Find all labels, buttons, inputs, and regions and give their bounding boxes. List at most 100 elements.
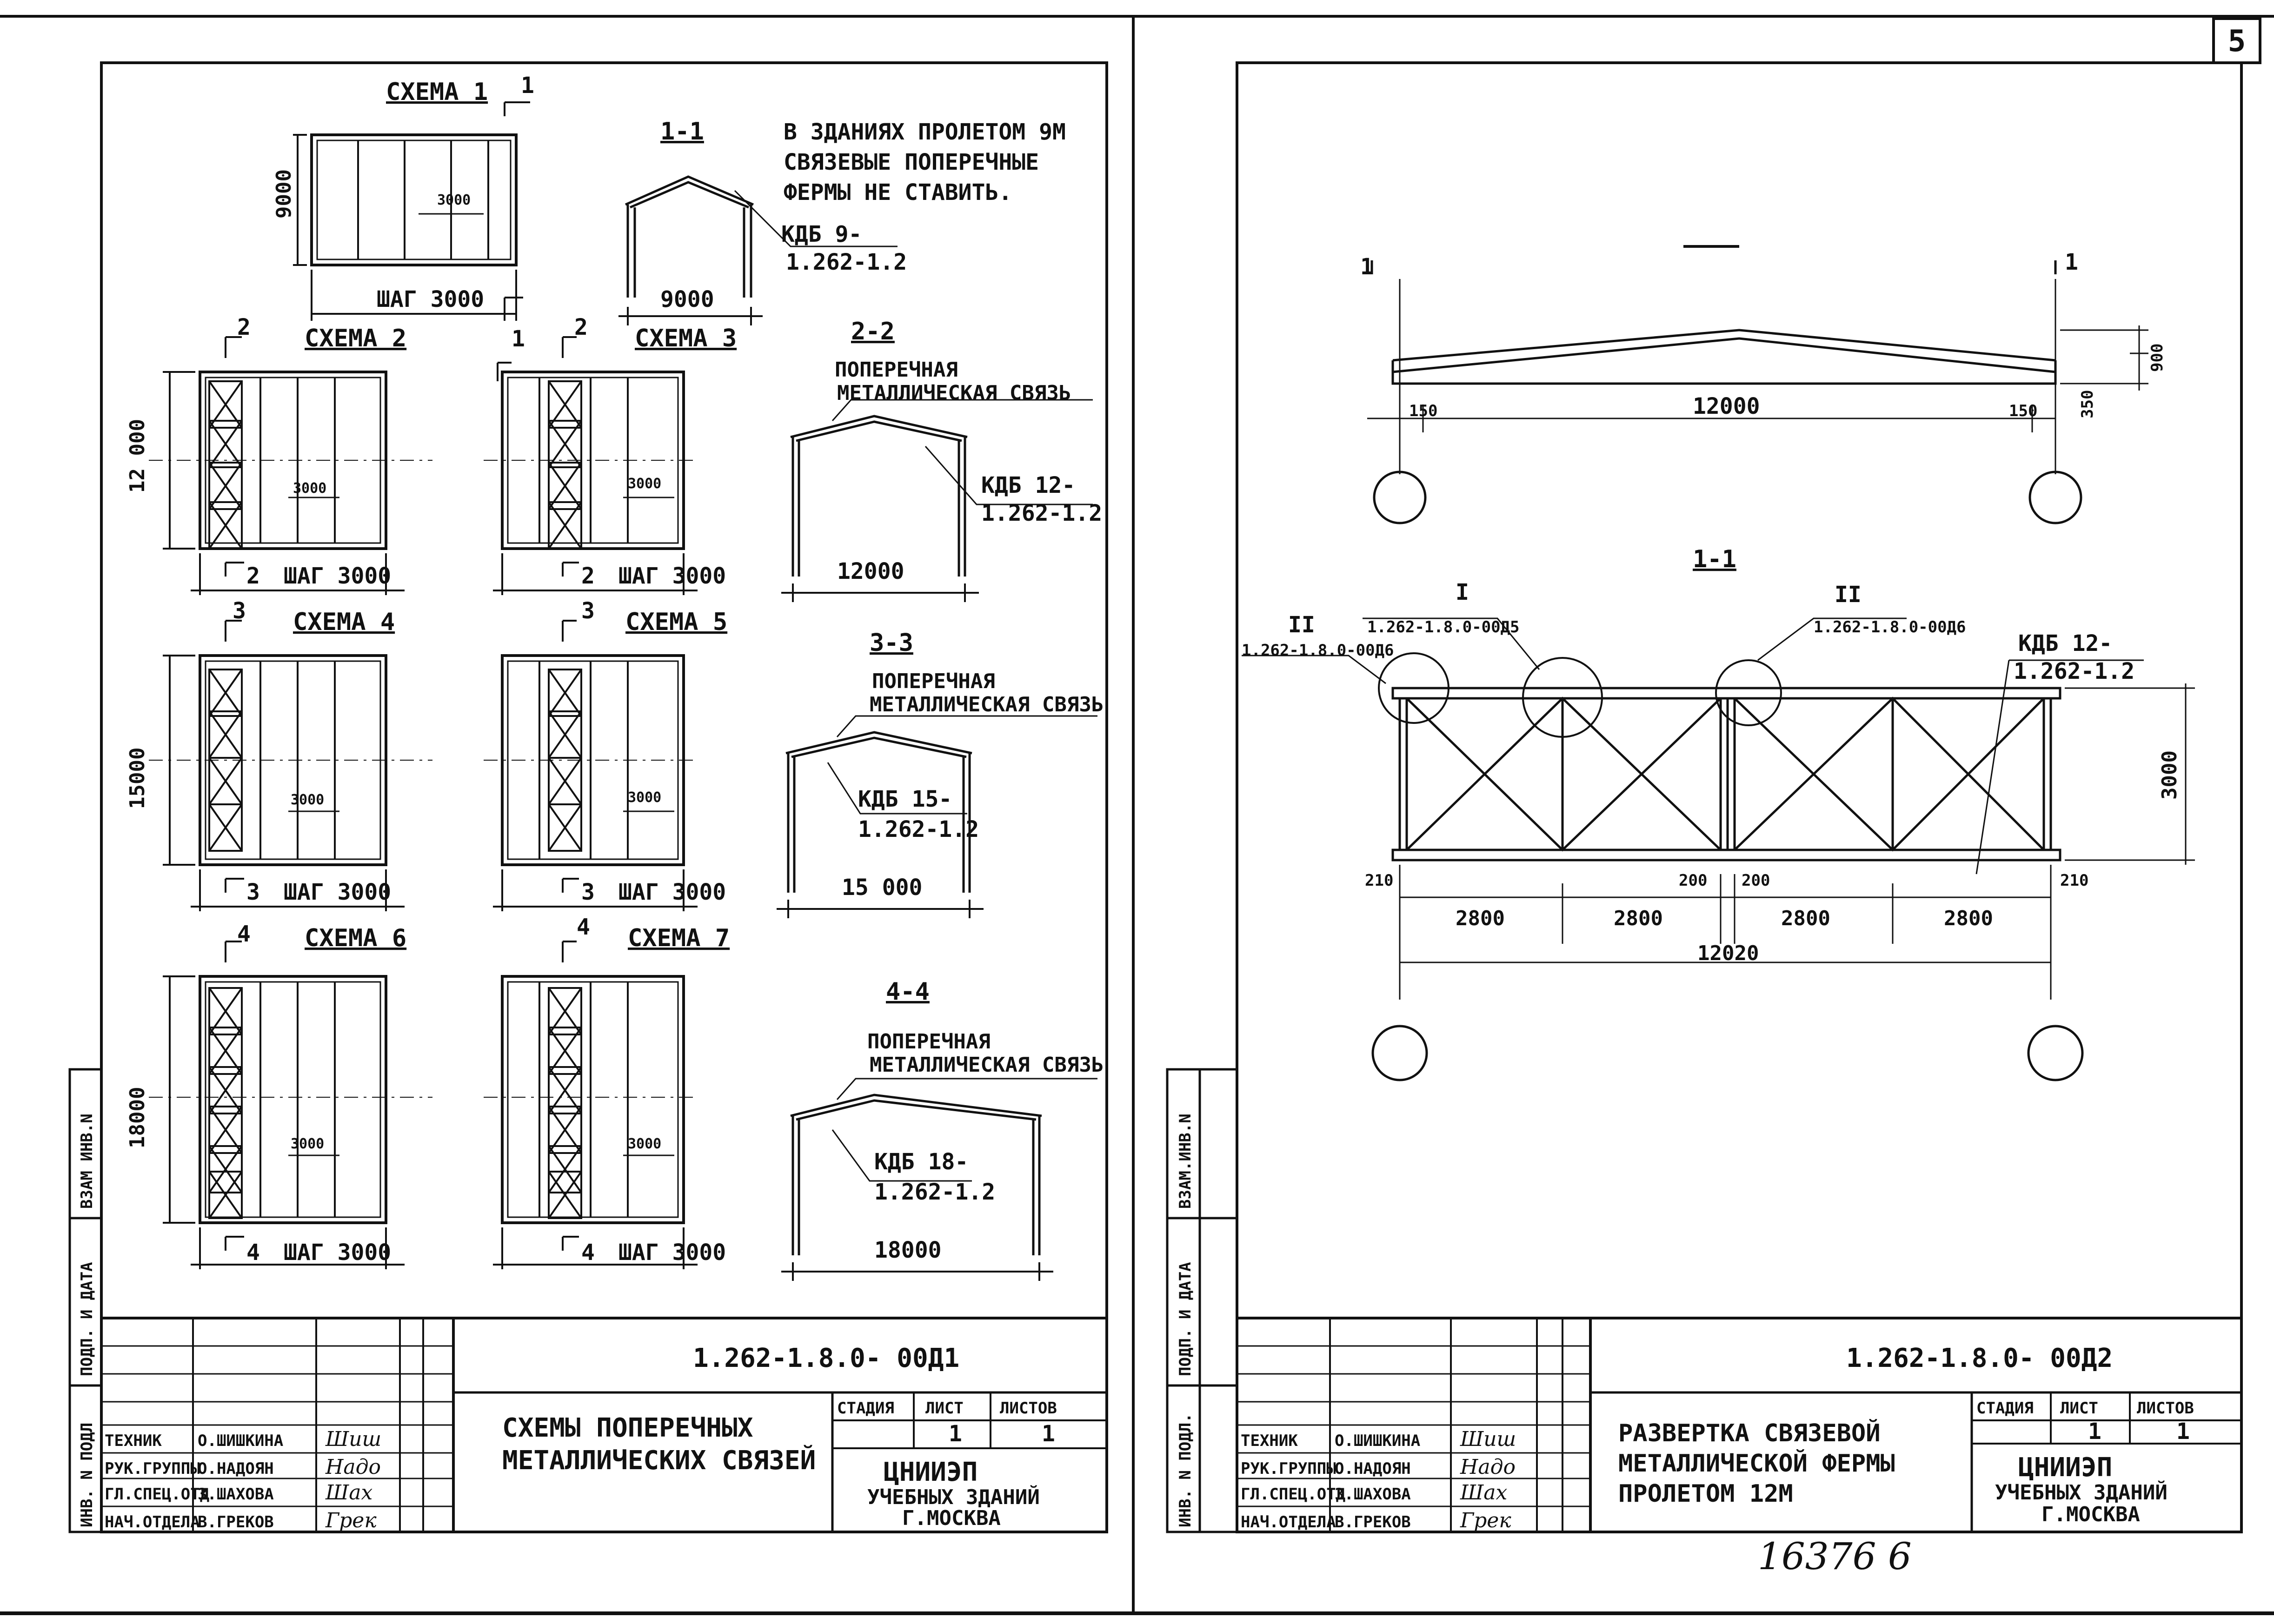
section-3-3-ref2: 1.262-1.2 (858, 816, 979, 842)
right-stage-label: СТАДИЯ (1976, 1399, 2034, 1418)
right-margin-label-replacement: ВЗАМ.ИНВ.N (1176, 1114, 1195, 1209)
scheme-5-cut-bottom: 3 (581, 879, 595, 905)
section-2-2-ref1: КДБ 12- (981, 472, 1075, 498)
section-3-3-label1: ПОПЕРЕЧНАЯ (872, 669, 995, 693)
truss-height: 3000 (2158, 750, 2181, 800)
right-sheet-value: 1 (2088, 1419, 2101, 1445)
left-signature-3: Шах (325, 1481, 372, 1505)
truss-bay-4: 2800 (1944, 907, 1993, 930)
left-sheet-label: ЛИСТ (925, 1399, 964, 1418)
left-signature-1: Шиш (325, 1427, 381, 1451)
top-view-right-edge: 150 (2009, 402, 2037, 420)
right-role-1: ТЕХНИК (1241, 1432, 1298, 1450)
scheme-2-cut: 2 (237, 314, 251, 340)
scheme-4-span: 3000 (291, 792, 324, 808)
scheme-1-height: 9000 (272, 169, 296, 219)
scheme-7-title: СХЕМА 7 (628, 924, 730, 952)
right-name-4: В.ГРЕКОВ (1335, 1513, 1411, 1531)
scheme-1-title: СХЕМА 1 (386, 78, 488, 106)
top-view (1367, 245, 2148, 524)
callout-1-code: 1.262-1.8.0-00Д5 (1367, 618, 1520, 636)
right-role-4: НАЧ.ОТДЕЛА (1241, 1513, 1336, 1531)
truss-total: 12020 (1697, 941, 1759, 965)
scheme-2-cut-bottom: 2 (246, 563, 260, 589)
left-name-2: О.НАДОЯН (198, 1459, 274, 1478)
scheme-7-step: ШАГ 3000 (618, 1240, 726, 1266)
left-title-block (101, 1317, 1107, 1532)
left-stage-label: СТАДИЯ (837, 1399, 894, 1418)
scheme-3-span: 3000 (628, 476, 661, 492)
scheme-6 (149, 941, 432, 1269)
right-role-3: ГЛ.СПЕЦ.ОТД (1241, 1485, 1345, 1504)
left-org-3: Г.МОСКВА (902, 1506, 1001, 1530)
left-name-4: В.ГРЕКОВ (198, 1513, 274, 1531)
top-view-cut-right: 1 (2065, 249, 2078, 275)
right-signature-3: Шах (1460, 1481, 1507, 1505)
top-view-length: 12000 (1693, 393, 1760, 419)
scheme-6-cut: 4 (237, 921, 251, 947)
left-name-1: О.ШИШКИНА (198, 1432, 283, 1450)
scheme-1-cut-bottom: 1 (512, 326, 525, 352)
scheme-4-height: 15000 (126, 748, 149, 809)
top-view-left-edge: 150 (1409, 402, 1437, 420)
right-title-code: 1.262-1.8.0- 00Д2 (1846, 1343, 2113, 1373)
section-4-4-ref1: КДБ 18- (874, 1149, 968, 1175)
section-2-2-label1: ПОПЕРЕЧНАЯ (835, 358, 958, 382)
left-role-2: РУК.ГРУППЫ (105, 1459, 200, 1478)
scheme-1 (293, 101, 530, 321)
right-role-2: РУК.ГРУППЫ (1241, 1459, 1336, 1478)
section-2-2 (781, 399, 1093, 602)
sheet-number: 5 (2228, 24, 2246, 59)
truss-ref-1: КДБ 12- (2018, 630, 2112, 656)
left-org-2: УЧЕБНЫХ ЗДАНИЙ (867, 1485, 1040, 1509)
section-3-3-title: 3-3 (870, 629, 913, 657)
right-margin-stamp (1166, 1068, 1238, 1533)
truss-section (1242, 617, 2195, 1081)
scheme-2-title: СХЕМА 2 (305, 325, 406, 352)
scheme-4-step: ШАГ 3000 (284, 879, 391, 905)
callout-3-id: II (1835, 582, 1862, 608)
scheme-3-cut-bottom: 2 (581, 563, 595, 589)
right-margin-label-signature: ПОДП. И ДАТА (1176, 1262, 1195, 1376)
left-org-1: ЦНИИЭП (884, 1457, 977, 1487)
left-sheet-value: 1 (949, 1421, 962, 1447)
left-sheets-label: ЛИСТОВ (1000, 1399, 1057, 1418)
margin-label-signature: ПОДП. И ДАТА (78, 1262, 96, 1376)
note-line-3: ФЕРМЫ НЕ СТАВИТЬ. (784, 179, 1012, 205)
right-title-block (1237, 1317, 2241, 1532)
right-sheets-label: ЛИСТОВ (2137, 1399, 2194, 1418)
top-view-cut-left: 1 (1360, 254, 1374, 280)
section-1-1-width: 9000 (660, 286, 714, 312)
scheme-4-cut: 3 (233, 598, 246, 624)
scheme-5-cut: 3 (581, 598, 595, 624)
section-2-2-title: 2-2 (851, 318, 895, 345)
scheme-4-cut-bottom: 3 (246, 879, 260, 905)
sheet-frames (0, 15, 2274, 1615)
section-4-4-width: 18000 (874, 1237, 942, 1263)
scheme-3-title: СХЕМА 3 (635, 325, 737, 352)
note-line-1: В ЗДАНИЯХ ПРОЛЕТОМ 9М (784, 119, 1066, 145)
scheme-3-cut: 2 (574, 314, 588, 340)
margin-label-replacement: ВЗАМ ИНВ.N (78, 1114, 96, 1209)
top-view-height-total: 900 (2148, 344, 2167, 372)
left-signature-4: Грек (325, 1509, 377, 1532)
truss-bay-2: 2800 (1614, 907, 1663, 930)
left-role-3: ГЛ.СПЕЦ.ОТД (105, 1485, 209, 1504)
scheme-2 (149, 336, 432, 595)
callout-3-code: 1.262-1.8.0-00Д6 (1814, 618, 1966, 636)
section-4-4 (781, 1078, 1097, 1281)
truss-bay-3: 2800 (1781, 907, 1830, 930)
right-title-line-2: МЕТАЛЛИЧЕСКОЙ ФЕРМЫ (1618, 1449, 1895, 1478)
scheme-1-step: ШАГ 3000 (377, 286, 484, 312)
scheme-6-title: СХЕМА 6 (305, 924, 406, 952)
truss-bay-1: 2800 (1456, 907, 1505, 930)
left-name-3: З.ШАХОВА (198, 1485, 274, 1504)
left-role-1: ТЕХНИК (105, 1432, 162, 1450)
right-signature-4: Грек (1460, 1509, 1511, 1532)
right-org-3: Г.МОСКВА (2041, 1503, 2140, 1526)
section-4-4-label1: ПОПЕРЕЧНАЯ (867, 1030, 991, 1054)
section-2-2-width: 12000 (837, 558, 904, 584)
scheme-2-step: ШАГ 3000 (284, 563, 391, 589)
left-role-4: НАЧ.ОТДЕЛА (105, 1513, 200, 1531)
margin-label-original: ИНВ. N ПОДЛ (78, 1423, 96, 1527)
